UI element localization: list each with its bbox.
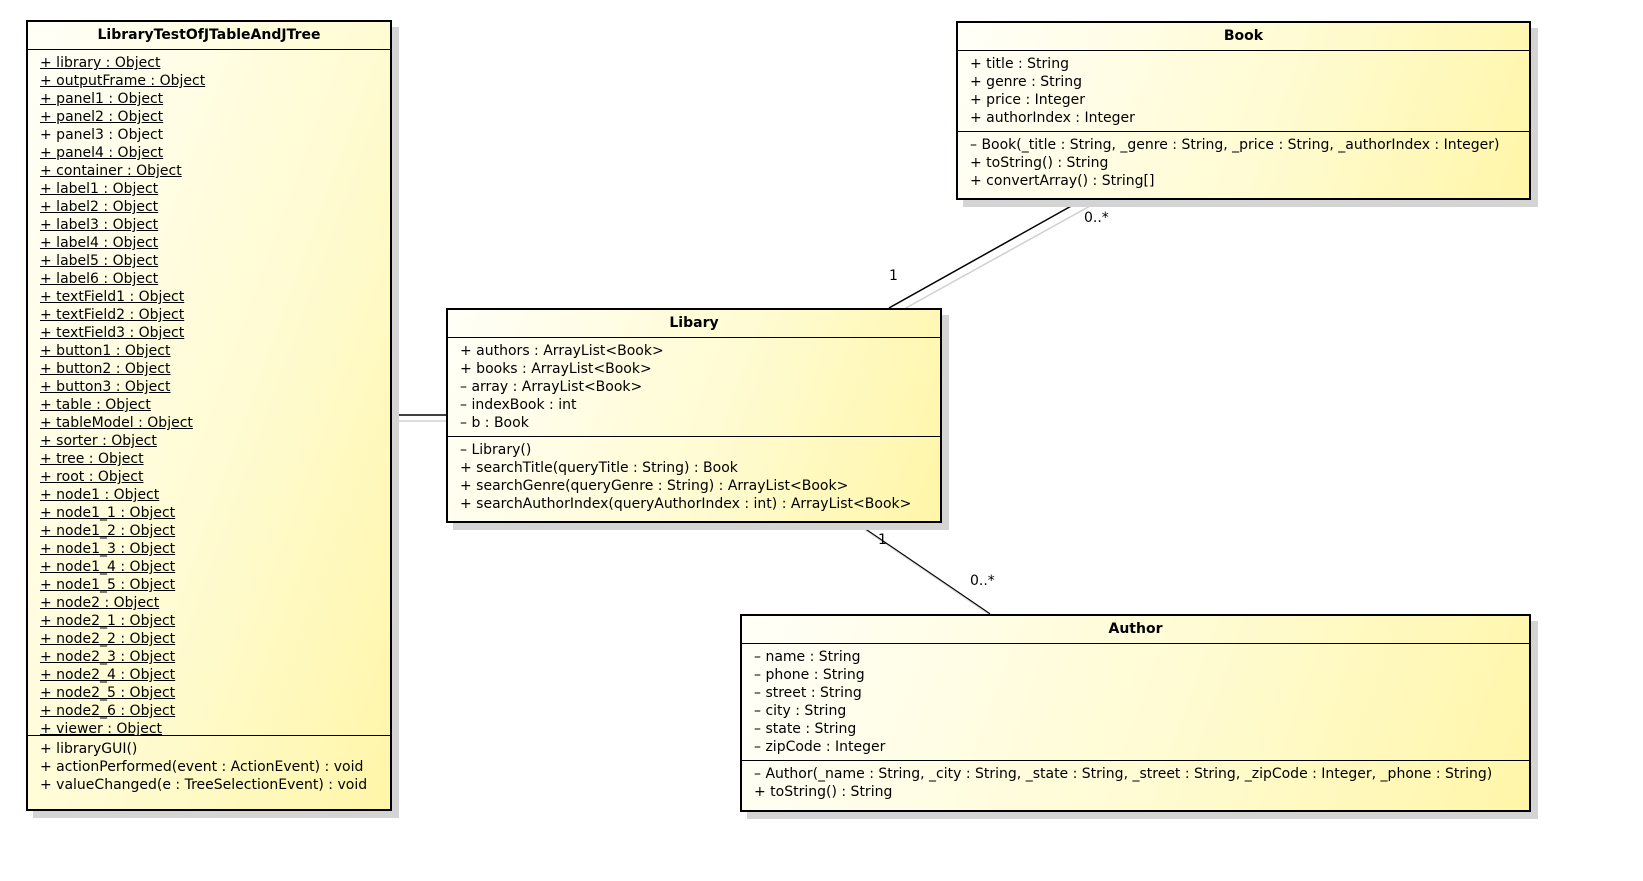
attribute: + textField3 : Object [40, 325, 185, 341]
attribute: + node2_1 : Object [40, 613, 176, 629]
attribute: + panel4 : Object [40, 145, 164, 161]
attributes-compartment: + title : String + genre : String + price … [958, 51, 1529, 132]
attribute: + label2 : Object [40, 199, 159, 215]
attributes-compartment: + library : Object + outputFrame : Object… [28, 50, 390, 737]
attribute: + tableModel : Object [40, 415, 193, 431]
attribute: + label1 : Object [40, 181, 159, 197]
attributes-compartment: + authors : ArrayList<Book> + books : Arr… [448, 338, 940, 437]
attribute: + button2 : Object [40, 361, 171, 377]
class-book[interactable]: Book + title : String + genre : String + p… [956, 21, 1531, 200]
attribute: + node2_5 : Object [40, 685, 176, 701]
class-name: Book [958, 23, 1529, 51]
attribute: + node1_3 : Object [40, 541, 176, 557]
operations-compartment: – Library() + searchTitle(queryTitle : St… [448, 437, 940, 517]
attribute: + table : Object [40, 397, 151, 413]
class-name: Libary [448, 310, 940, 338]
attribute: + label6 : Object [40, 271, 159, 287]
attribute: + node2_2 : Object [40, 631, 176, 647]
attribute: + node2_6 : Object [40, 703, 176, 719]
attribute: + node2_4 : Object [40, 667, 176, 683]
attribute: + root : Object [40, 469, 144, 485]
attribute: – b : Book [460, 415, 529, 431]
attribute: + authors : ArrayList<Book> [460, 343, 664, 359]
multiplicity-library-book-end: 1 [889, 268, 898, 284]
attribute: + books : ArrayList<Book> [460, 361, 652, 377]
association-library-book[interactable] [888, 199, 1083, 309]
attribute: + button1 : Object [40, 343, 171, 359]
multiplicity-author-end: 0..* [970, 573, 995, 589]
attribute: + label4 : Object [40, 235, 159, 251]
attribute: + outputFrame : Object [40, 73, 206, 89]
attribute: + panel2 : Object [40, 109, 164, 125]
association-library-author[interactable] [854, 521, 991, 615]
class-library-test-of-jtable-and-jtree[interactable]: LibraryTestOfJTableAndJTree + library : … [26, 20, 392, 811]
attribute: + node1 : Object [40, 487, 160, 503]
attribute: + authorIndex : Integer [970, 110, 1135, 126]
operation: + searchAuthorIndex(queryAuthorIndex : i… [460, 496, 912, 512]
operation: + searchTitle(queryTitle : String) : Boo… [460, 460, 738, 476]
association-library-author-shadow [861, 527, 998, 621]
attribute: + node1_4 : Object [40, 559, 176, 575]
operation: – Book(_title : String, _genre : String,… [970, 137, 1500, 153]
multiplicity-library-author-end: 1 [878, 532, 887, 548]
operations-compartment: – Author(_name : String, _city : String,… [742, 761, 1529, 805]
attribute: + button3 : Object [40, 379, 171, 395]
attribute: – name : String [754, 649, 861, 665]
operations-compartment: – Book(_title : String, _genre : String,… [958, 132, 1529, 194]
attribute: + panel3 : Object [40, 127, 164, 143]
attribute: + label3 : Object [40, 217, 159, 233]
attribute: – phone : String [754, 667, 865, 683]
operations-compartment: + libraryGUI() + actionPerformed(event : … [28, 736, 390, 798]
operation: – Library() [460, 442, 532, 458]
attribute: + node2_3 : Object [40, 649, 176, 665]
attribute: + label5 : Object [40, 253, 159, 269]
attribute: + genre : String [970, 74, 1083, 90]
attribute: – indexBook : int [460, 397, 577, 413]
attribute: + viewer : Object [40, 721, 163, 737]
attribute: + node2 : Object [40, 595, 160, 611]
attribute: + sorter : Object [40, 433, 157, 449]
operation: + toString() : String [754, 784, 893, 800]
attribute: + price : Integer [970, 92, 1086, 108]
attribute: + node1_5 : Object [40, 577, 176, 593]
operation: – Author(_name : String, _city : String,… [754, 766, 1493, 782]
class-name: LibraryTestOfJTableAndJTree [28, 22, 390, 50]
attribute: + library : Object [40, 55, 161, 71]
class-library[interactable]: Libary + authors : ArrayList<Book> + book… [446, 308, 942, 523]
class-author[interactable]: Author – name : String– phone : String– … [740, 614, 1531, 812]
operation: + convertArray() : String[] [970, 173, 1155, 189]
attribute: – street : String [754, 685, 862, 701]
association-library-book-shadow [894, 205, 1091, 315]
operation: + searchGenre(queryGenre : String) : Arr… [460, 478, 849, 494]
attribute: + textField2 : Object [40, 307, 185, 323]
attribute: + title : String [970, 56, 1069, 72]
attributes-compartment: – name : String – phone : String – street … [742, 644, 1529, 761]
attribute: – city : String [754, 703, 847, 719]
attribute: – zipCode : Integer [754, 739, 886, 755]
attribute: – state : String [754, 721, 857, 737]
attribute: + panel1 : Object [40, 91, 164, 107]
operation: + toString() : String [970, 155, 1109, 171]
attribute: – array : ArrayList<Book> [460, 379, 643, 395]
class-name: Author [742, 616, 1529, 644]
operation: + actionPerformed(event : ActionEvent) :… [40, 759, 364, 775]
attribute: + container : Object [40, 163, 182, 179]
multiplicity-book-end: 0..* [1084, 210, 1109, 226]
operation: + libraryGUI() [40, 741, 138, 757]
attribute: + textField1 : Object [40, 289, 185, 305]
operation: + valueChanged(e : TreeSelectionEvent) :… [40, 777, 368, 793]
attribute: + node1_1 : Object [40, 505, 176, 521]
attribute: + node1_2 : Object [40, 523, 176, 539]
attribute: + tree : Object [40, 451, 144, 467]
